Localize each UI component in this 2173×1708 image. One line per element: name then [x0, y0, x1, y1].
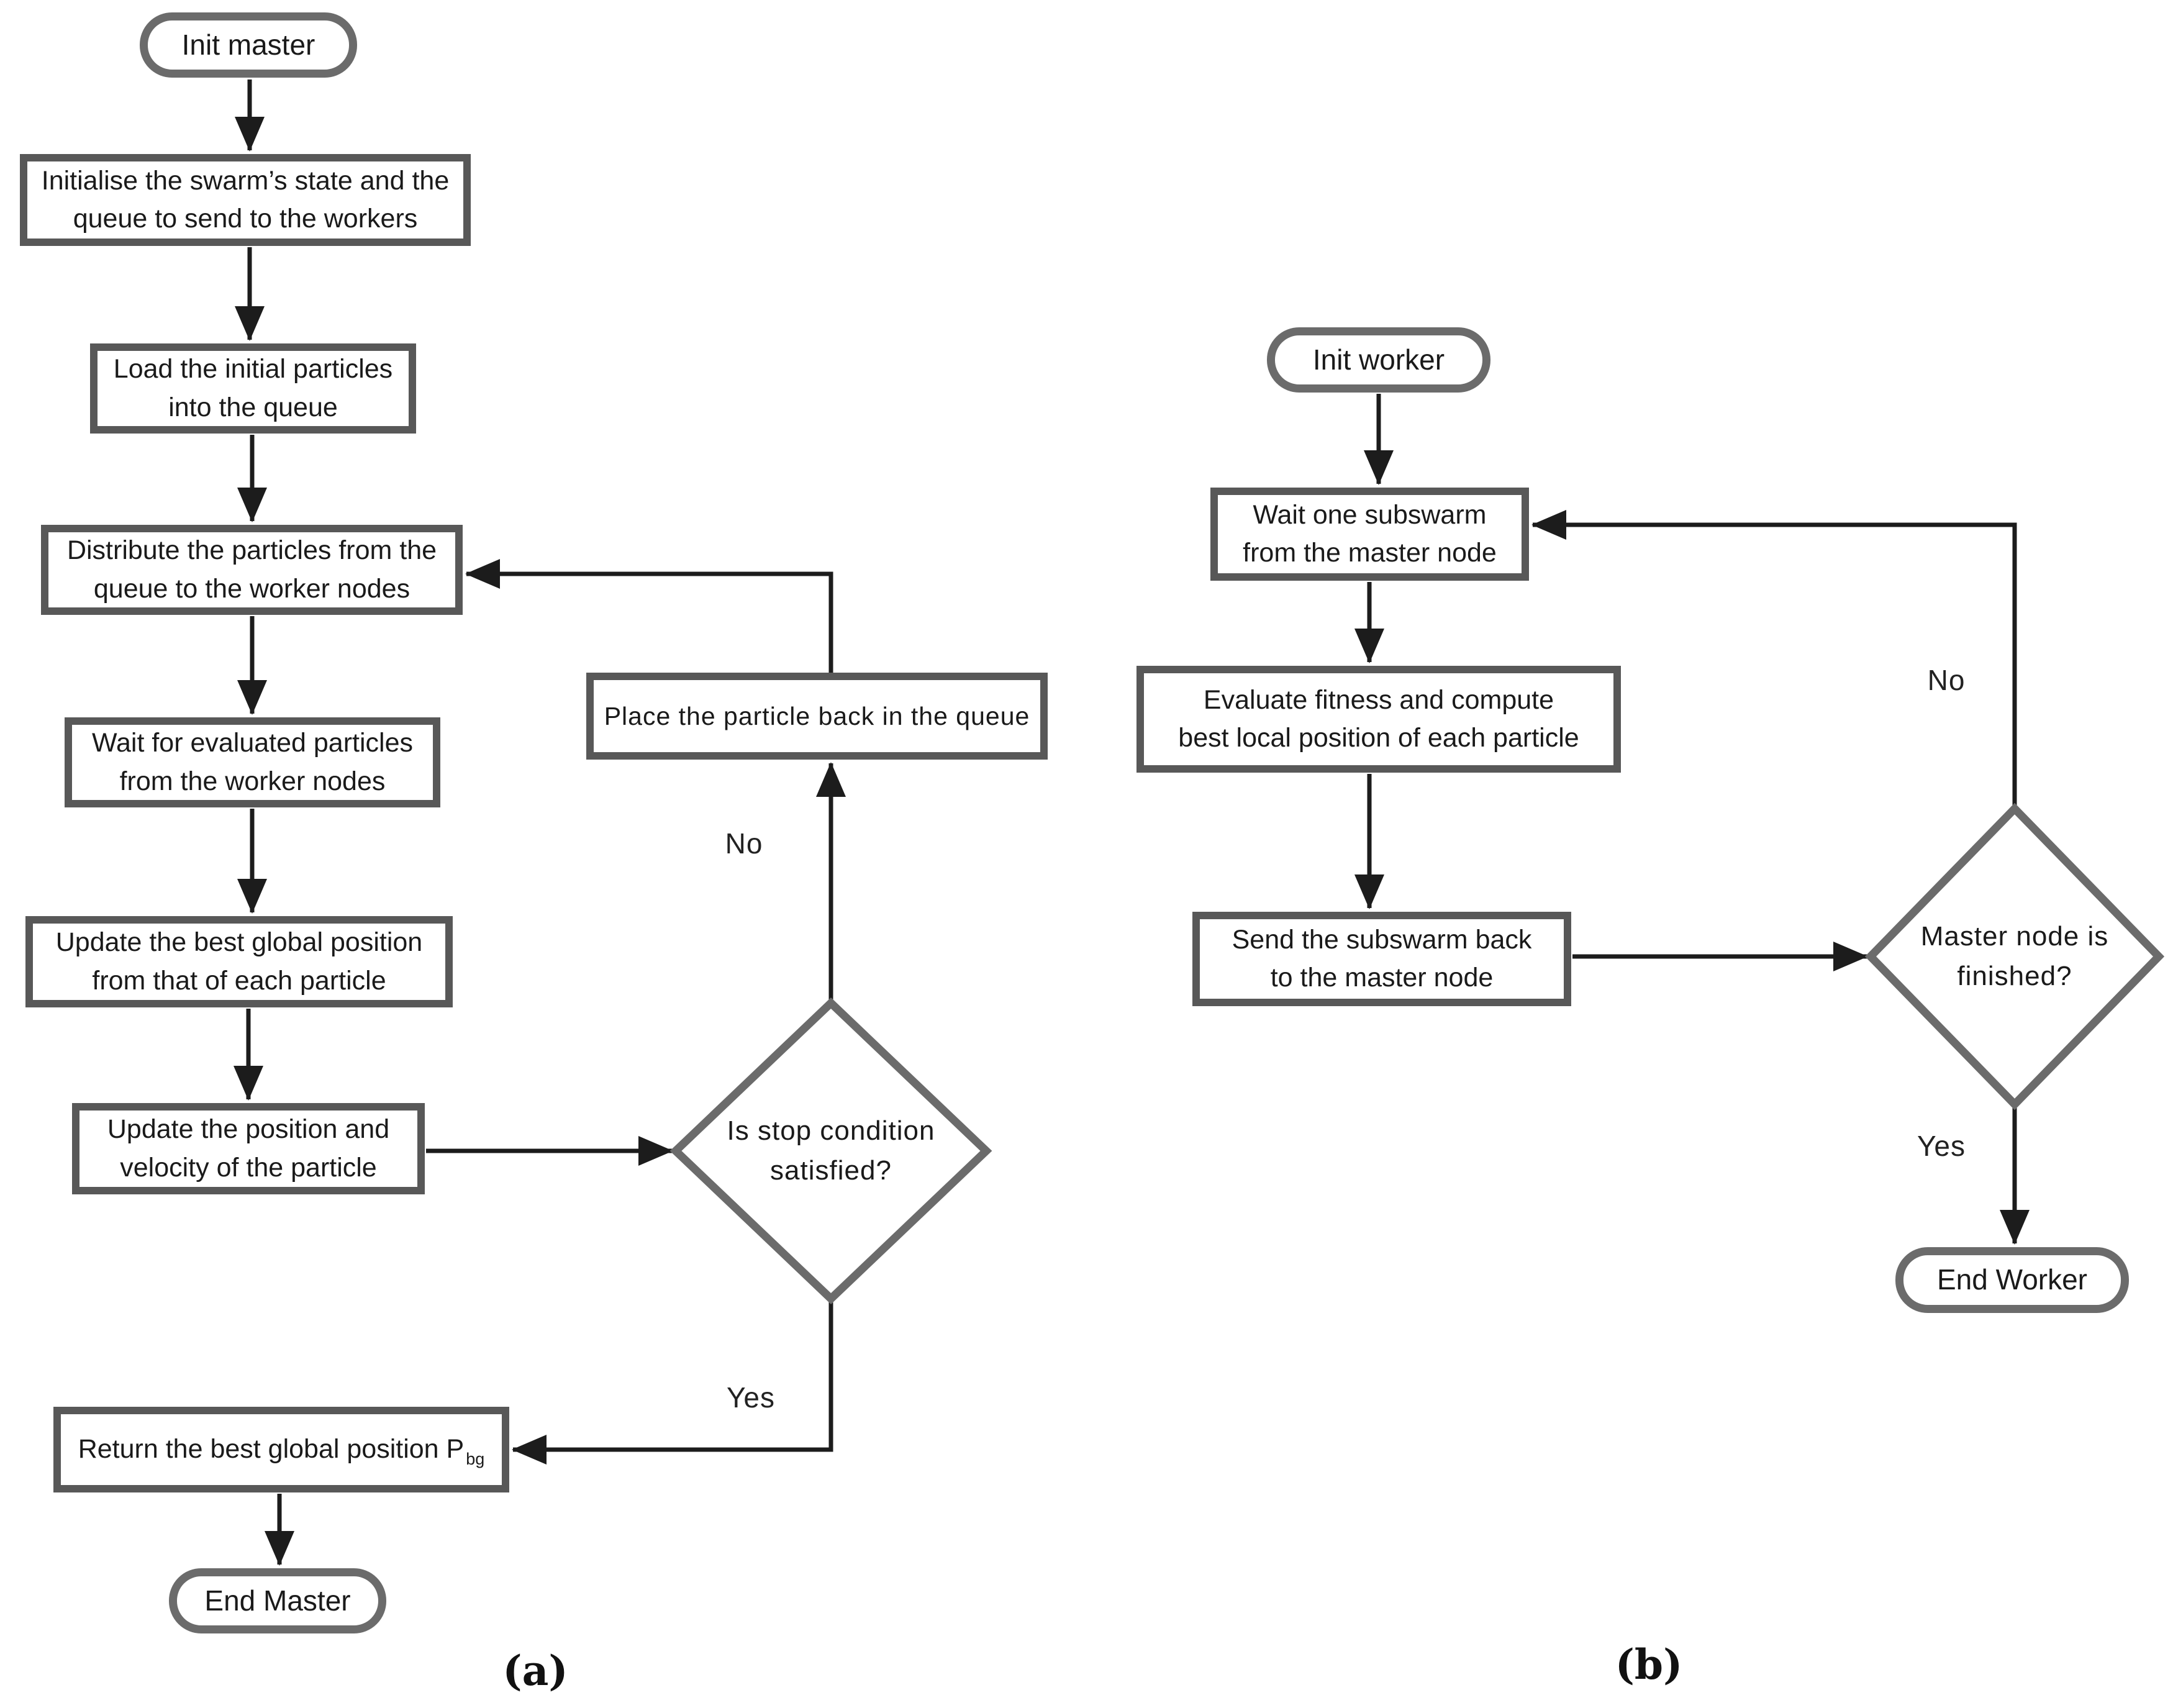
return-text: Return the best global position P — [78, 1434, 465, 1465]
decision-master-finished-text: Master node is finished? — [1920, 921, 2109, 991]
process-load-particles: Load the initial particles into the queu… — [90, 343, 416, 434]
branch-label-yes-worker: Yes — [1917, 1130, 1966, 1162]
branch-label-no-master: No — [725, 827, 763, 860]
terminator-end-worker: End Worker — [1895, 1247, 2129, 1313]
process-wait-evaluated-particles: Wait for evaluated particles from the wo… — [65, 717, 440, 807]
terminator-end-master: End Master — [169, 1568, 386, 1633]
branch-label-yes-master: Yes — [726, 1381, 776, 1414]
terminator-init-worker: Init worker — [1267, 327, 1490, 393]
process-send-subswarm-back: Send the subswarm back to the master nod… — [1192, 912, 1571, 1006]
arrow-a-decision-yes-to-return — [512, 1300, 833, 1465]
process-evaluate-fitness: Evaluate fitness and compute best local … — [1136, 666, 1621, 773]
arrow-a-place-to-distribute — [465, 559, 833, 674]
panel-label-b: (b) — [1615, 1640, 1683, 1689]
panel-label-a: (a) — [502, 1647, 568, 1695]
process-update-position-velocity: Update the position and velocity of the … — [72, 1103, 425, 1194]
process-wait-subswarm: Wait one subswarm from the master node — [1210, 488, 1529, 581]
process-distribute-particles: Distribute the particles from the queue … — [41, 525, 463, 615]
terminator-init-master: Init master — [140, 12, 357, 78]
process-update-best-global: Update the best global position from tha… — [25, 916, 453, 1007]
branch-label-no-worker: No — [1927, 664, 1966, 696]
decision-stop-condition-text: Is stop condition satisfied? — [727, 1115, 935, 1186]
process-place-particle-back: Place the particle back in the queue — [586, 673, 1048, 760]
arrow-b-decision-no-to-wait — [1531, 510, 2017, 807]
process-initialise-swarm: Initialise the swarm’s state and the que… — [20, 154, 471, 246]
return-subscript: bg — [466, 1450, 485, 1468]
decision-diamond-master-finished — [1864, 802, 2165, 1111]
decision-diamond-stop-condition — [669, 997, 992, 1304]
